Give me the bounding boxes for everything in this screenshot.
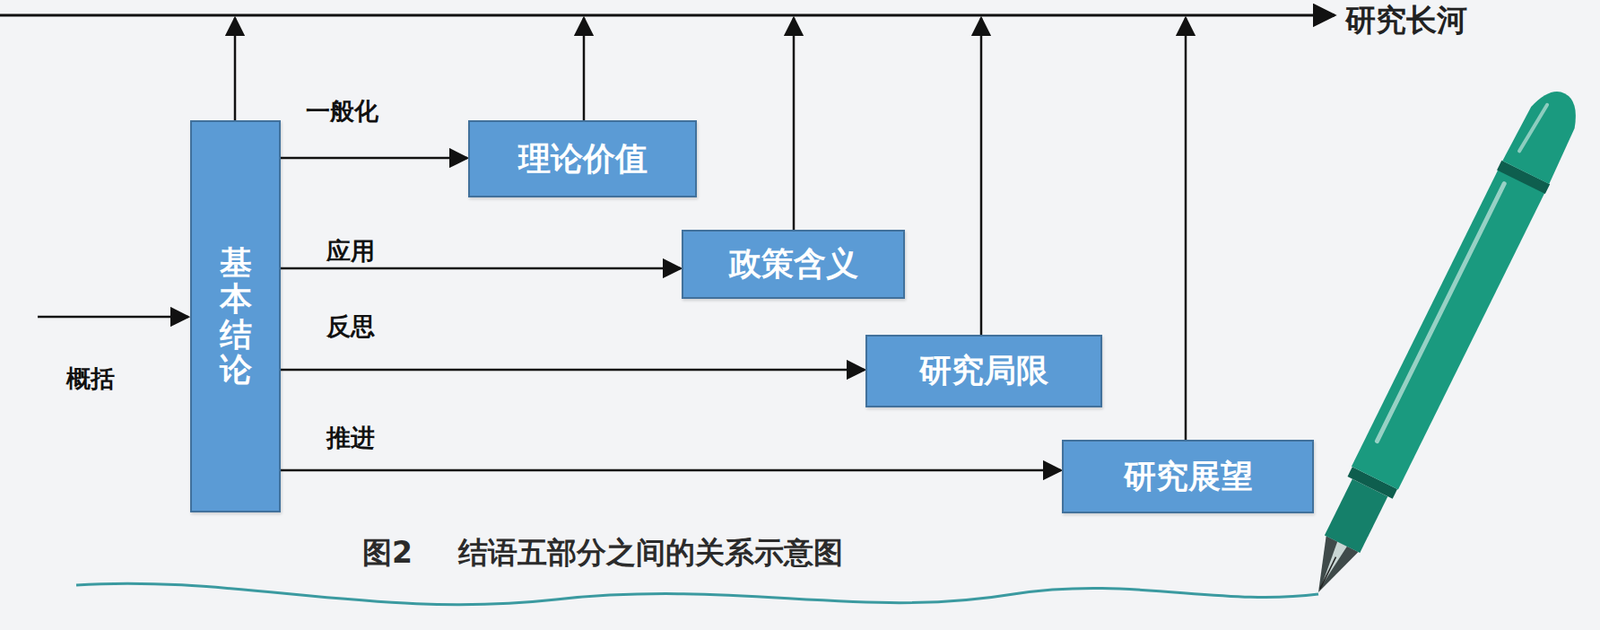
edge-label: 应用 xyxy=(326,234,375,268)
timeline-line xyxy=(0,14,1335,18)
input-label: 概括 xyxy=(66,362,115,395)
box-text: 基本结论 xyxy=(219,244,253,387)
section-box: 研究局限 xyxy=(865,334,1103,408)
flow-arrow xyxy=(280,156,468,160)
box-text: 研究展望 xyxy=(1123,454,1253,499)
wave-line xyxy=(76,582,1319,605)
section-box: 政策含义 xyxy=(681,229,905,299)
edge-label: 反思 xyxy=(326,310,375,343)
box-text: 研究局限 xyxy=(919,348,1049,393)
edge-label: 一般化 xyxy=(305,95,379,128)
rise-arrow xyxy=(980,17,983,335)
flow-arrow xyxy=(280,469,1061,472)
pen-illustration xyxy=(1294,81,1589,604)
box-text: 理论价值 xyxy=(518,137,648,182)
rise-arrow xyxy=(1184,17,1188,440)
input-arrow xyxy=(37,315,189,319)
figure-caption: 图2 结语五部分之间的关系示意图 xyxy=(362,532,844,574)
rise-arrow xyxy=(582,17,586,121)
edge-label: 推进 xyxy=(326,421,375,454)
flow-arrow xyxy=(280,368,865,372)
summary-box: 基本结论 xyxy=(190,120,281,513)
rise-arrow xyxy=(234,17,237,121)
box-text: 政策含义 xyxy=(729,242,859,287)
section-box: 研究展望 xyxy=(1061,439,1314,514)
flow-arrow xyxy=(280,267,681,270)
rise-arrow xyxy=(792,17,796,230)
section-box: 理论价值 xyxy=(468,120,697,198)
axis-label: 研究长河 xyxy=(1345,0,1468,42)
